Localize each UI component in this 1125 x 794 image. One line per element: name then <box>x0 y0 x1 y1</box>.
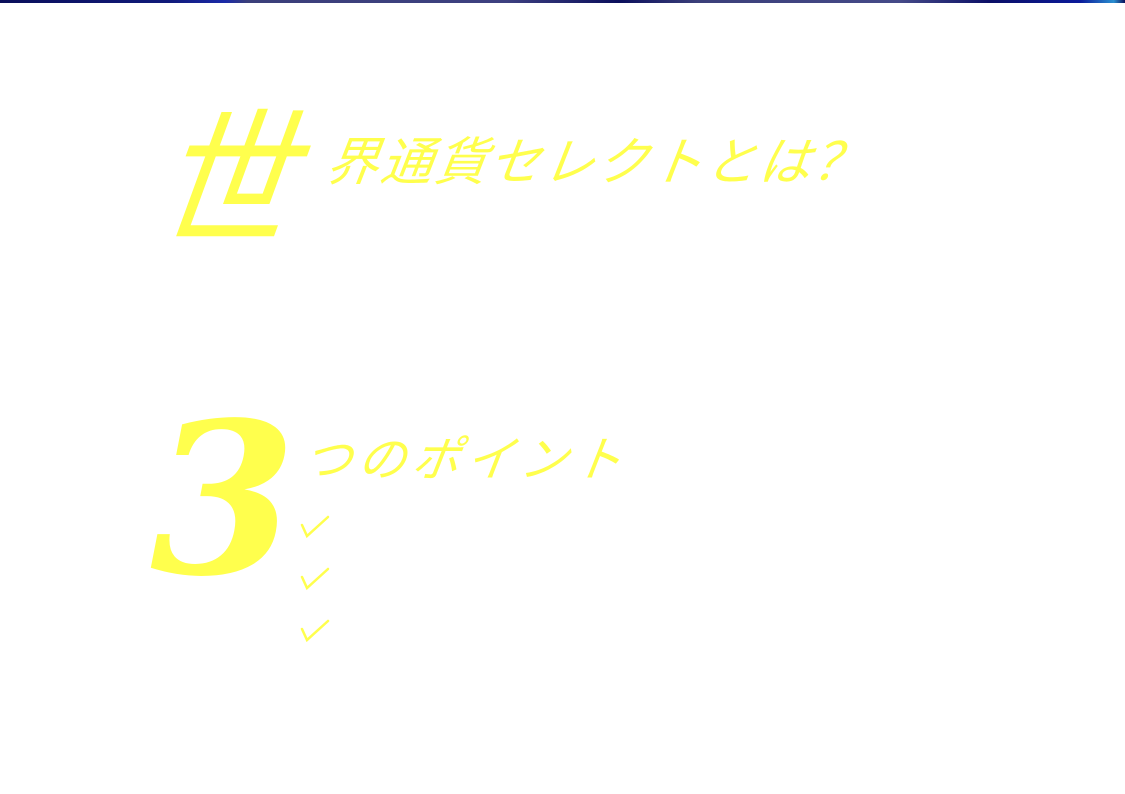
check-icon <box>300 567 330 591</box>
check-icon <box>300 515 330 539</box>
heading-title-rest: 界通貨セレクトとは？ <box>323 133 872 193</box>
point-item-1 <box>300 515 344 539</box>
heading-big-number: 3 <box>150 376 297 623</box>
top-banner-strip <box>0 0 1125 3</box>
points-title: つのポイント <box>300 432 633 488</box>
heading-big-character: 世 <box>145 96 305 270</box>
check-icon <box>300 619 330 643</box>
point-item-2 <box>300 567 344 591</box>
point-item-3 <box>300 619 344 643</box>
